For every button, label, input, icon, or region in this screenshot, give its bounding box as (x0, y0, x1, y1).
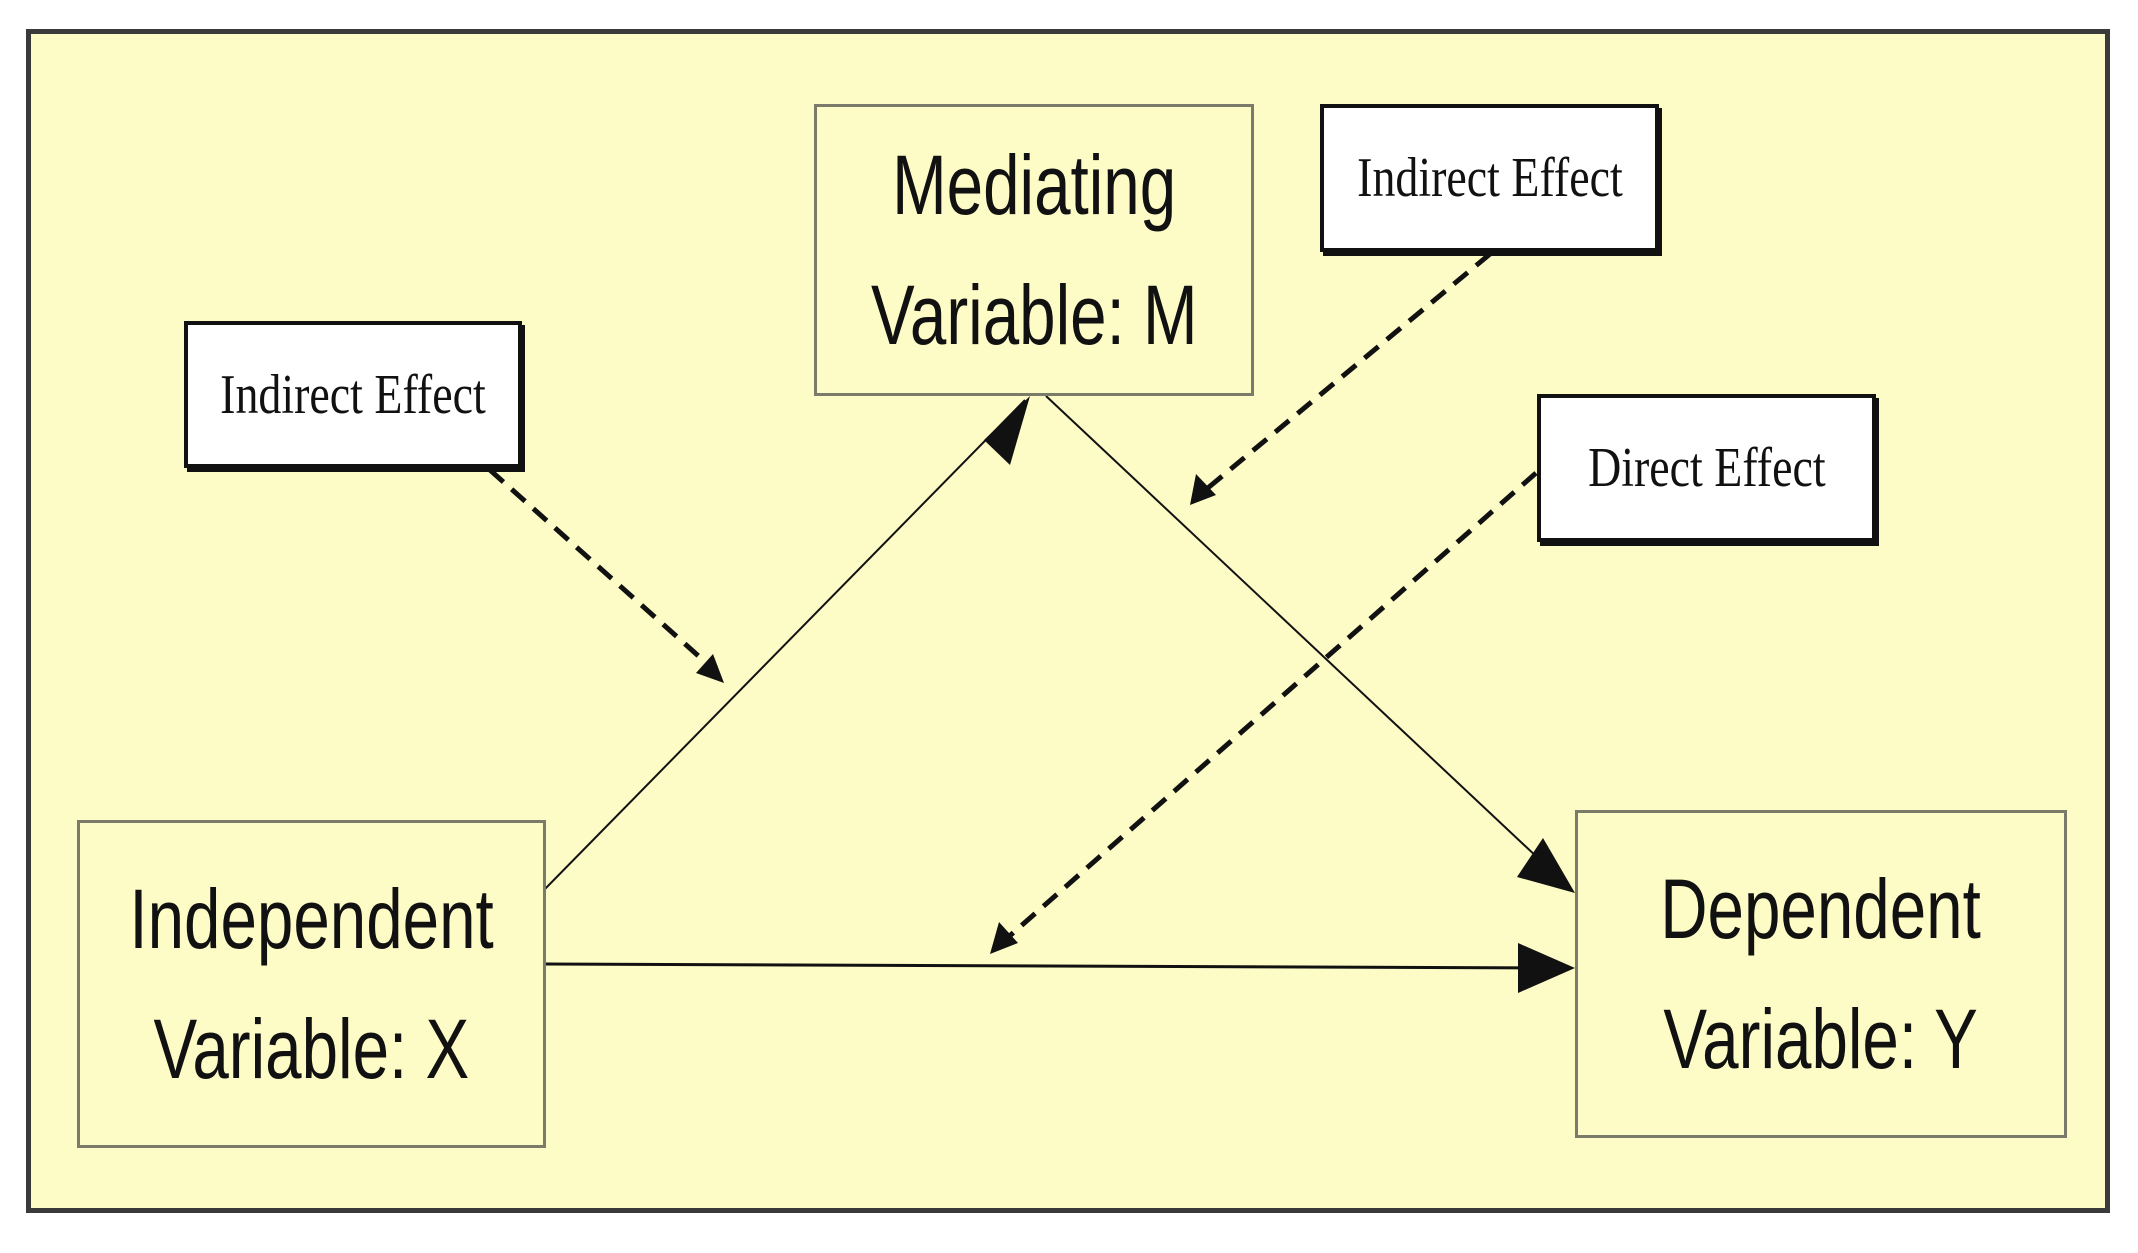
independent-variable-box: Independent Variable: X (77, 820, 546, 1148)
dashed-pointer-direct (1003, 471, 1538, 942)
dashed-pointer-indirect-left (488, 468, 714, 670)
indirect-effect-label-right-text: Indirect Effect (1356, 147, 1623, 209)
dashed-arrowhead-direct (990, 922, 1018, 954)
arrow-x-to-m (543, 399, 1026, 891)
independent-variable-line1: Independent (129, 871, 494, 966)
arrowhead-m-to-y (1517, 838, 1575, 893)
mediating-variable-line2: Variable: M (870, 268, 1198, 362)
mediating-variable-box: Mediating Variable: M (814, 104, 1254, 396)
arrow-m-to-y (1045, 395, 1573, 891)
direct-effect-label: Direct Effect (1537, 394, 1876, 542)
indirect-effect-label-left: Indirect Effect (184, 321, 522, 468)
dependent-variable-line2: Variable: Y (1663, 992, 1979, 1086)
mediating-variable-line1: Mediating (891, 137, 1177, 232)
dependent-variable-box: Dependent Variable: Y (1575, 810, 2067, 1138)
arrowhead-x-to-m (984, 396, 1030, 465)
dashed-pointer-indirect-right (1201, 252, 1492, 494)
indirect-effect-label-left-text: Indirect Effect (220, 363, 486, 426)
dashed-arrowhead-indirect-left (696, 654, 724, 683)
independent-variable-line2: Variable: X (153, 1002, 470, 1096)
direct-effect-label-text: Direct Effect (1587, 437, 1826, 499)
dashed-arrowhead-indirect-right (1190, 474, 1216, 505)
indirect-effect-label-right: Indirect Effect (1320, 104, 1659, 252)
dependent-variable-line1: Dependent (1660, 861, 1982, 956)
arrowhead-x-to-y (1518, 943, 1575, 993)
arrow-x-to-y (543, 962, 1561, 970)
